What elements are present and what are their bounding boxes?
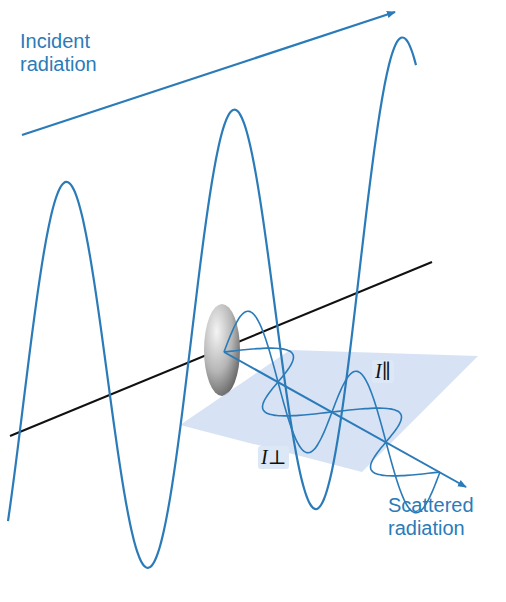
- wave-label: Incident radiation: [20, 30, 130, 76]
- intensity-label: I⊥: [258, 446, 289, 469]
- scattered-arrow: [224, 352, 466, 487]
- intensity-label: I∥: [372, 360, 394, 383]
- wave-label: Scattered radiation: [388, 494, 498, 540]
- incident-wave: [8, 37, 416, 567]
